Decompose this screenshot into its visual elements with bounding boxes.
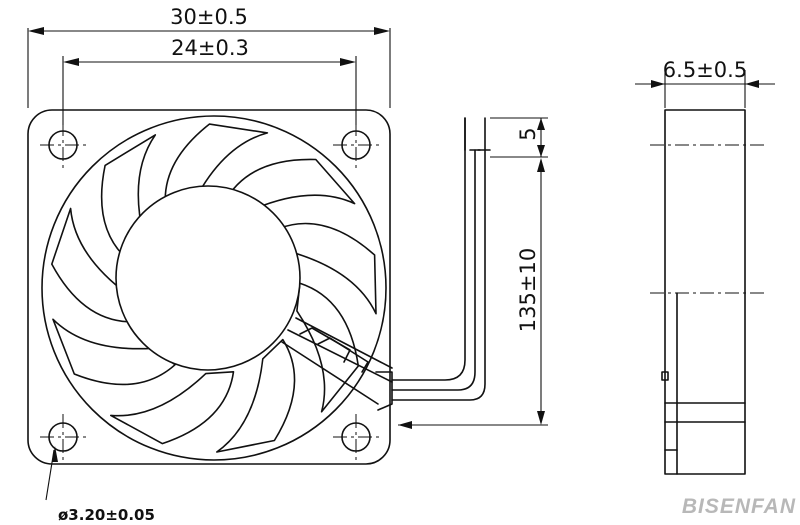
hole-diameter-callout: ø3.20±0.05 [45, 446, 155, 524]
width-dimension-label: 30±0.5 [170, 5, 248, 29]
mounting-hole-top-left [40, 122, 86, 168]
fan-blade [216, 338, 296, 453]
wire-length-label: 135±10 [516, 248, 540, 332]
mounting-hole-bottom-right [333, 414, 379, 460]
strip-length-dimension: 5 [490, 117, 548, 158]
wire-support-struts [281, 317, 393, 411]
fan-blade [100, 134, 157, 264]
fan-blades [51, 123, 377, 453]
brand-logo-text: BISENFAN [682, 495, 796, 518]
strip-length-label: 5 [516, 127, 540, 140]
fan-opening [41, 115, 387, 461]
side-view-outline [664, 109, 746, 475]
wire-length-dimension: 135±10 [398, 158, 548, 429]
thickness-dimension: 6.5±0.5 [635, 58, 775, 108]
brand-logo: BISENFAN [682, 495, 796, 518]
fan-blade [164, 123, 269, 217]
fan-blade [276, 222, 377, 315]
fan-blade [223, 158, 356, 212]
fan-blade [296, 282, 360, 413]
mounting-hole-bottom-left [40, 414, 86, 460]
hole-pitch-dimension-label: 24±0.3 [171, 36, 249, 60]
lead-wires [391, 117, 491, 401]
thickness-dimension-label: 6.5±0.5 [663, 58, 747, 82]
fan-blade [52, 318, 176, 386]
fan-frame-outline [27, 109, 391, 465]
fan-side-view [650, 109, 764, 475]
hole-pitch-dimension: 24±0.3 [62, 36, 357, 125]
width-dimension: 30±0.5 [27, 5, 391, 108]
fan-blade [51, 207, 136, 323]
fan-blade [110, 371, 235, 445]
fan-hub [115, 185, 301, 371]
hole-diameter-label: ø3.20±0.05 [58, 506, 155, 524]
fan-front-view [27, 109, 393, 465]
mounting-hole-top-right [333, 122, 379, 168]
